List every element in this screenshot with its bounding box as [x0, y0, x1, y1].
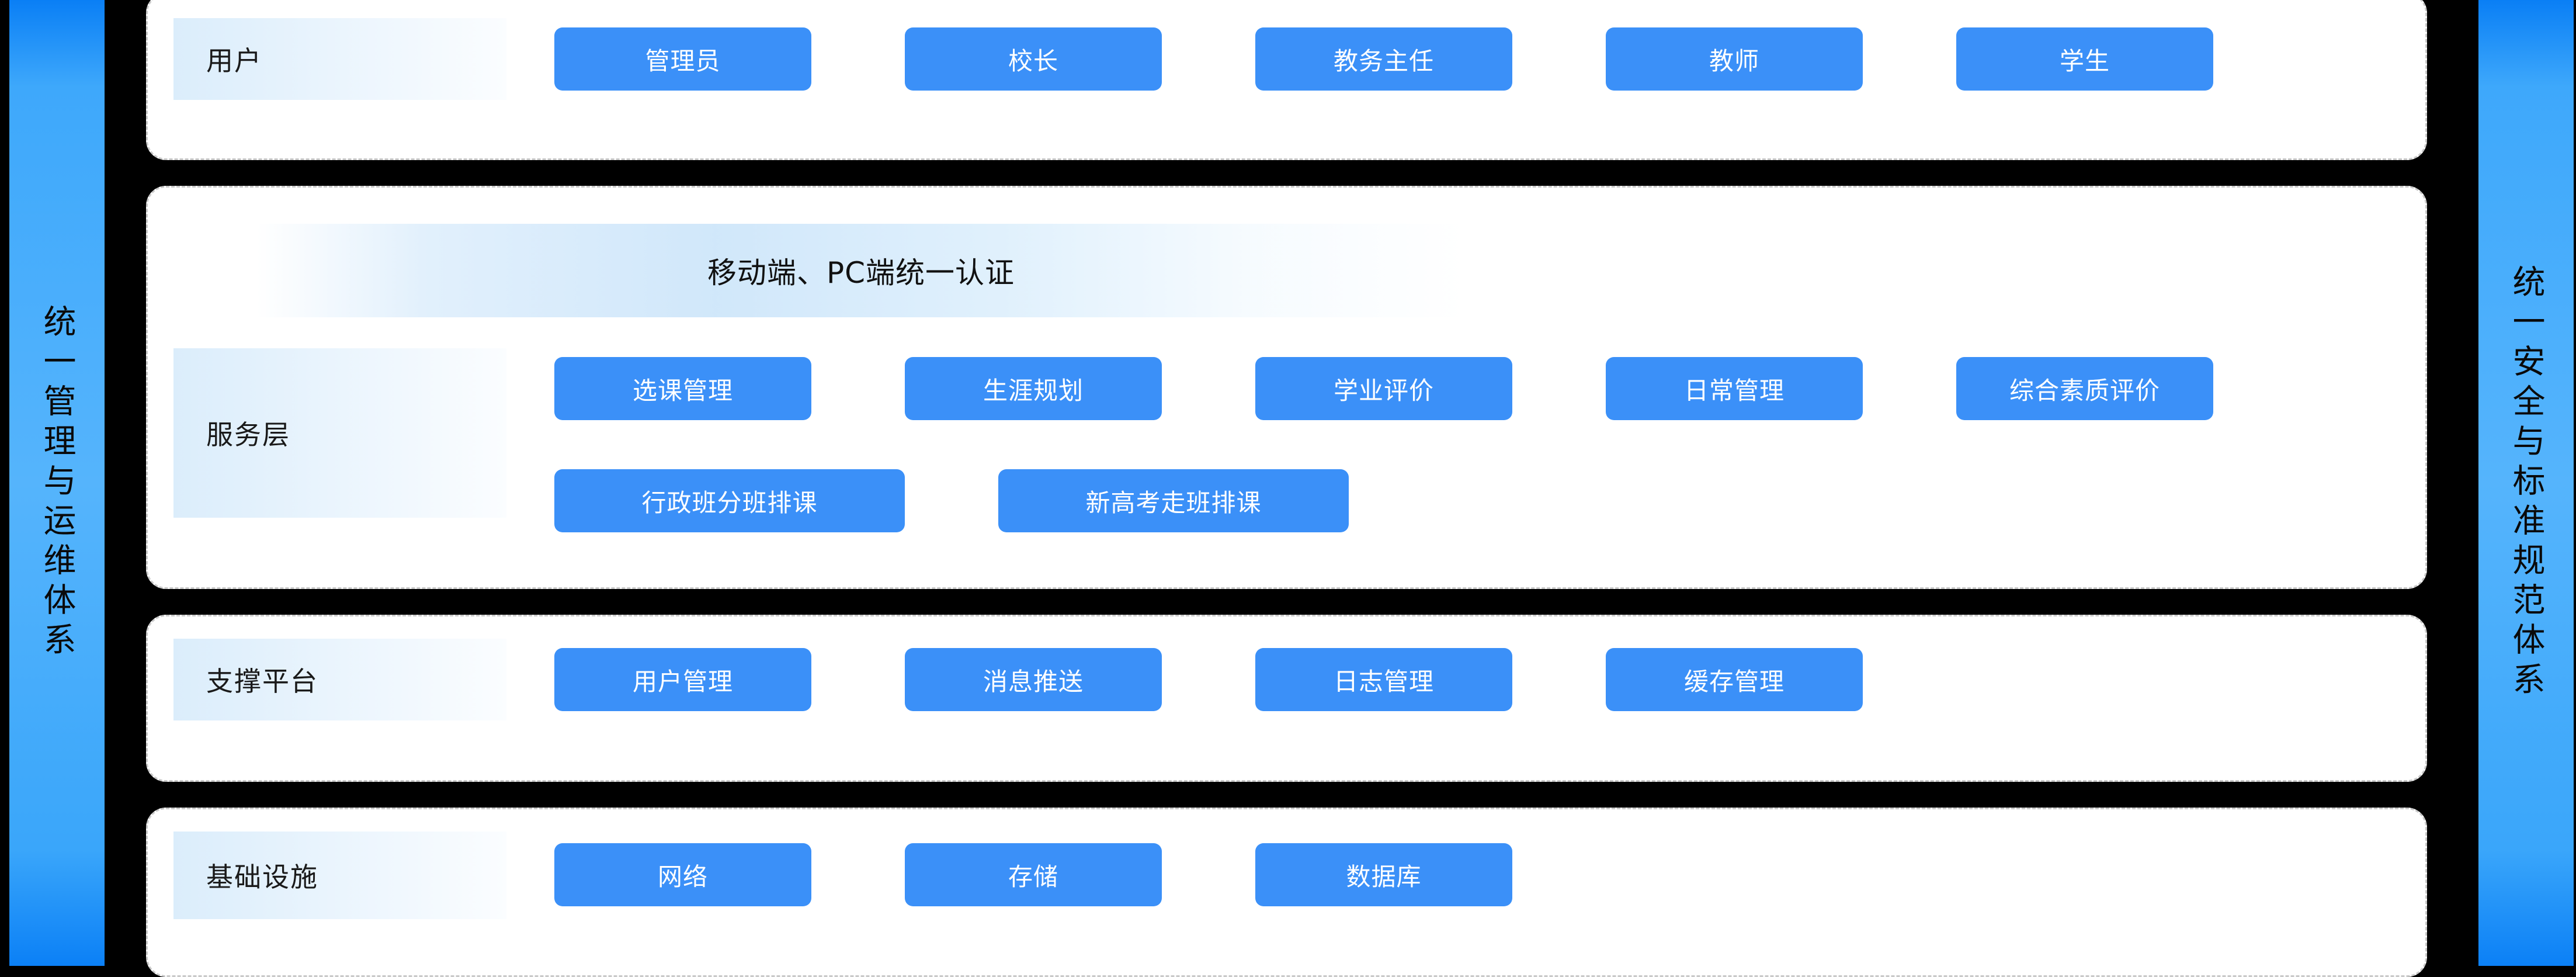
layer-title-user-label: 用户: [206, 45, 262, 77]
module-button-message-push[interactable]: 消息推送: [905, 648, 1162, 711]
module-row-service-2: 行政班分班排课 新高考走班排课: [554, 469, 1349, 532]
side-banner-left: 统一管理与运维体系: [9, 0, 105, 966]
module-button-admin[interactable]: 管理员: [554, 27, 811, 91]
layer-card-support: 支撑平台 用户管理 消息推送 日志管理 缓存管理: [146, 615, 2427, 782]
module-button-database[interactable]: 数据库: [1255, 843, 1512, 906]
module-button-storage[interactable]: 存储: [905, 843, 1162, 906]
module-button-academic-evaluation[interactable]: 学业评价: [1255, 357, 1512, 420]
module-row-user-1: 管理员 校长 教务主任 教师 学生: [554, 27, 2213, 91]
layer-card-service: 移动端、PC端统一认证 服务层 选课管理 生涯规划 学业评价 日常管理 综合素质…: [146, 186, 2427, 589]
module-button-admin-class-scheduling[interactable]: 行政班分班排课: [554, 469, 905, 532]
layer-title-support: 支撑平台: [173, 639, 506, 720]
module-button-student[interactable]: 学生: [1956, 27, 2213, 91]
layer-title-infrastructure: 基础设施: [173, 832, 506, 919]
layer-title-service-label: 服务层: [206, 419, 290, 451]
module-button-career-planning[interactable]: 生涯规划: [905, 357, 1162, 420]
module-button-comprehensive-quality-evaluation[interactable]: 综合素质评价: [1956, 357, 2213, 420]
unified-auth-banner: 移动端、PC端统一认证: [256, 224, 1466, 317]
module-row-service-1: 选课管理 生涯规划 学业评价 日常管理 综合素质评价: [554, 357, 2213, 420]
layer-title-support-label: 支撑平台: [206, 666, 318, 697]
side-banner-right-label: 统一安全与标准规范体系: [2507, 264, 2546, 702]
module-row-support-1: 用户管理 消息推送 日志管理 缓存管理: [554, 648, 1863, 711]
module-button-user-management[interactable]: 用户管理: [554, 648, 811, 711]
module-button-dean[interactable]: 教务主任: [1255, 27, 1512, 91]
layer-title-user: 用户: [173, 18, 506, 100]
side-banner-left-label: 统一管理与运维体系: [38, 304, 77, 662]
unified-auth-banner-label: 移动端、PC端统一认证: [707, 256, 1015, 290]
module-button-log-management[interactable]: 日志管理: [1255, 648, 1512, 711]
layer-title-service: 服务层: [173, 348, 506, 518]
module-button-network[interactable]: 网络: [554, 843, 811, 906]
module-button-course-selection[interactable]: 选课管理: [554, 357, 811, 420]
layer-card-user: 用户 管理员 校长 教务主任 教师 学生: [146, 0, 2427, 160]
module-button-cache-management[interactable]: 缓存管理: [1606, 648, 1863, 711]
module-row-infrastructure-1: 网络 存储 数据库: [554, 843, 1512, 906]
layer-card-infrastructure: 基础设施 网络 存储 数据库: [146, 808, 2427, 977]
module-button-teacher[interactable]: 教师: [1606, 27, 1863, 91]
layer-title-infrastructure-label: 基础设施: [206, 861, 318, 893]
side-banner-right: 统一安全与标准规范体系: [2478, 0, 2574, 966]
module-button-gaokao-elective-scheduling[interactable]: 新高考走班排课: [998, 469, 1349, 532]
layer-stack: 用户 管理员 校长 教务主任 教师 学生 移动端、PC端统一认证 服务层 选课管…: [146, 0, 2427, 977]
module-button-daily-management[interactable]: 日常管理: [1606, 357, 1863, 420]
module-button-principal[interactable]: 校长: [905, 27, 1162, 91]
